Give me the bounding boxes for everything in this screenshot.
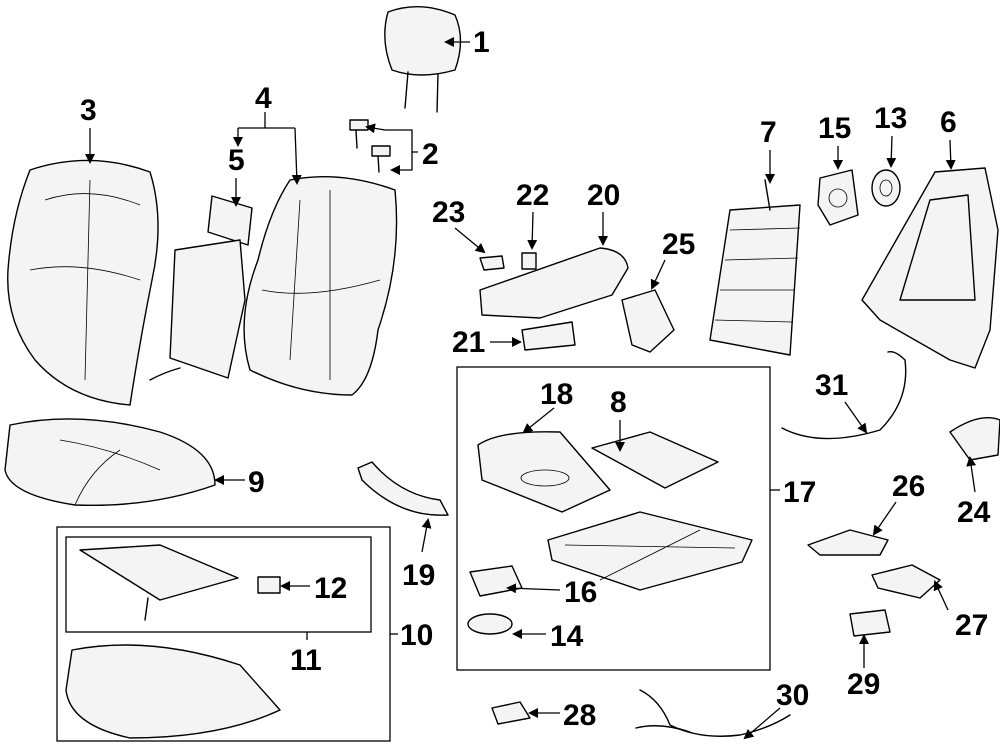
callout-28[interactable]: 28 xyxy=(563,699,596,732)
seatback-cover-part[interactable] xyxy=(7,159,159,406)
headrest-support-part[interactable] xyxy=(349,119,391,173)
callout-17[interactable]: 17 xyxy=(783,476,816,509)
cushion-cover-part[interactable] xyxy=(4,418,216,507)
callout-2[interactable]: 2 xyxy=(422,138,439,171)
callout-15[interactable]: 15 xyxy=(818,112,851,145)
callout-3[interactable]: 3 xyxy=(80,94,97,127)
callout-8[interactable]: 8 xyxy=(610,386,627,419)
callout-10[interactable]: 10 xyxy=(400,619,433,652)
seatback-pad-part[interactable] xyxy=(149,175,398,396)
callout-26[interactable]: 26 xyxy=(892,470,925,503)
seat-harness-part[interactable] xyxy=(635,689,791,737)
seatback-frame-part[interactable] xyxy=(861,167,999,369)
callout-4[interactable]: 4 xyxy=(255,82,272,115)
seatback-pad-insert-part[interactable] xyxy=(207,195,253,246)
callout-12[interactable]: 12 xyxy=(314,572,347,605)
sensor-part[interactable] xyxy=(807,529,889,556)
motor-cover-part[interactable] xyxy=(467,613,513,635)
recliner-part[interactable] xyxy=(817,169,859,226)
leader-lines xyxy=(85,37,977,740)
shield-cover-part[interactable] xyxy=(521,321,576,351)
callout-19[interactable]: 19 xyxy=(402,559,435,592)
heater-assembly-box xyxy=(65,536,372,633)
callout-20[interactable]: 20 xyxy=(587,179,620,212)
bracket-sensor-part[interactable] xyxy=(871,564,941,599)
callout-numbers: 1 2 3 4 5 6 7 8 9 10 11 12 13 14 15 16 1… xyxy=(80,26,991,732)
callout-21[interactable]: 21 xyxy=(452,326,485,359)
side-shield-part[interactable] xyxy=(479,247,629,319)
side-cover-part[interactable] xyxy=(949,417,1000,461)
callout-11[interactable]: 11 xyxy=(290,644,322,677)
callout-24[interactable]: 24 xyxy=(957,496,991,529)
adjuster-part[interactable] xyxy=(591,431,719,489)
knob-part[interactable] xyxy=(521,252,537,270)
callout-7[interactable]: 7 xyxy=(760,116,777,149)
callout-16[interactable]: 16 xyxy=(564,576,597,609)
recliner-cover-part[interactable] xyxy=(871,169,901,207)
callout-25[interactable]: 25 xyxy=(662,228,695,261)
headrest-part[interactable] xyxy=(384,5,462,113)
callout-31[interactable]: 31 xyxy=(815,369,848,402)
trim-part[interactable] xyxy=(357,461,449,516)
clip-part[interactable] xyxy=(849,609,891,637)
callout-1[interactable]: 1 xyxy=(473,26,490,59)
connector-part[interactable] xyxy=(257,576,281,594)
callout-14[interactable]: 14 xyxy=(550,620,584,653)
motor-part[interactable] xyxy=(469,565,523,597)
callout-23[interactable]: 23 xyxy=(432,196,465,229)
callout-27[interactable]: 27 xyxy=(955,609,988,642)
seat-pan-part[interactable] xyxy=(477,431,611,513)
cushion-pad-part[interactable] xyxy=(65,644,281,739)
callout-18[interactable]: 18 xyxy=(540,378,573,411)
cushion-heater-part[interactable] xyxy=(79,544,239,621)
callout-29[interactable]: 29 xyxy=(847,668,880,701)
callout-9[interactable]: 9 xyxy=(248,466,265,499)
bracket-part[interactable] xyxy=(621,289,675,353)
wire-harness-part[interactable] xyxy=(781,350,907,440)
lever-knob-part[interactable] xyxy=(479,255,505,271)
seat-frame-part[interactable] xyxy=(547,511,753,591)
callout-6[interactable]: 6 xyxy=(940,106,957,139)
seat-frame-assembly-box xyxy=(456,366,771,671)
callout-30[interactable]: 30 xyxy=(776,679,809,712)
callout-13[interactable]: 13 xyxy=(874,102,907,135)
seatback-spring-part[interactable] xyxy=(709,179,801,356)
small-cover-part[interactable] xyxy=(491,701,531,725)
callout-22[interactable]: 22 xyxy=(516,179,549,212)
callout-5[interactable]: 5 xyxy=(228,144,245,177)
